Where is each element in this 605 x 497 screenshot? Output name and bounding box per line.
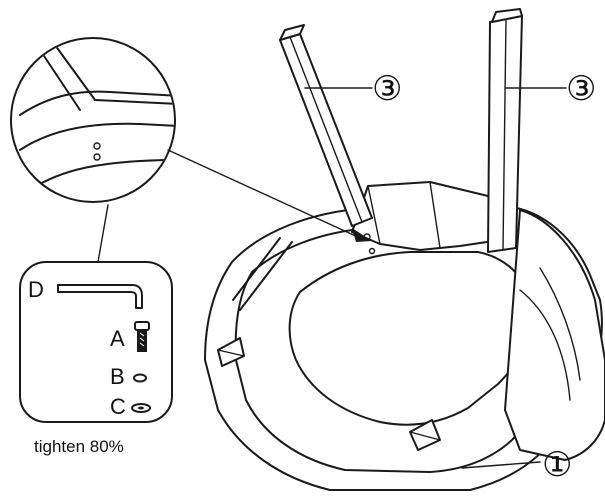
washer-letter: B — [110, 364, 125, 389]
hex-wrench-icon — [57, 284, 143, 309]
instruction-text: tighten 80% — [34, 437, 124, 456]
hardware-panel — [19, 261, 173, 423]
lock-washer-letter: C — [110, 394, 126, 419]
washer-icon — [133, 373, 147, 383]
leg-left — [279, 24, 373, 227]
detail-magnifier — [10, 37, 372, 263]
bolt-letter: A — [110, 326, 125, 351]
bolt-icon — [134, 321, 150, 352]
part-1-label: ① — [542, 445, 572, 485]
lock-washer-icon — [131, 403, 151, 413]
wrench-letter: D — [28, 277, 44, 302]
chair-seat — [204, 181, 605, 491]
leg-right — [487, 8, 567, 253]
part-3-label-right: ③ — [566, 69, 596, 109]
part-3-label-left: ③ — [372, 69, 402, 109]
